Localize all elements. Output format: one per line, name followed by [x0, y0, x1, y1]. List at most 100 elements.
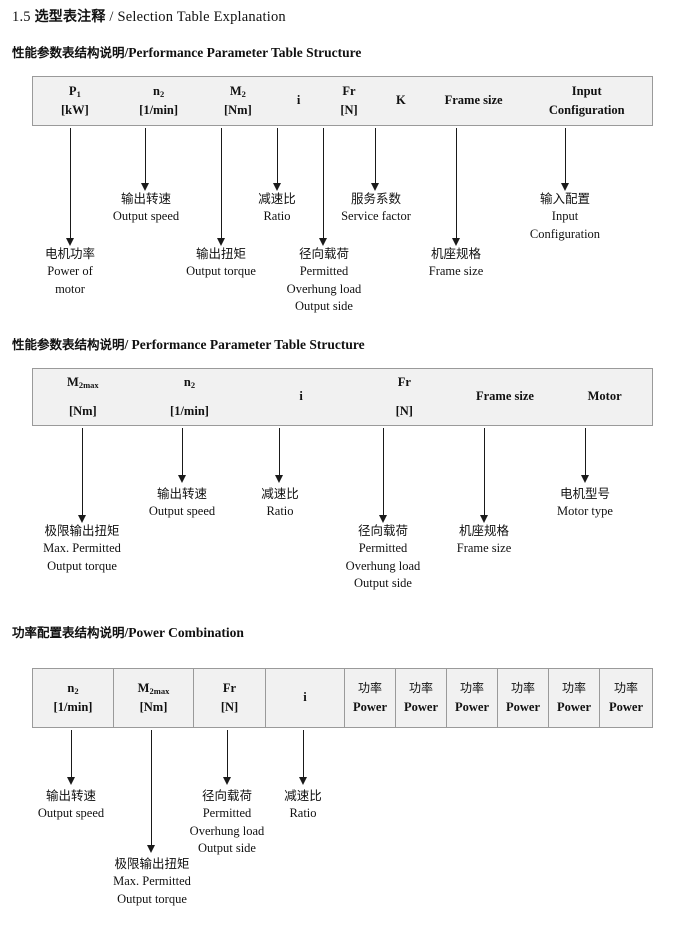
arrowhead-fr — [379, 515, 387, 523]
cell-symbol: M2 — [229, 83, 246, 99]
table-header-cell-i: i — [275, 77, 322, 125]
cell-unit: Power — [505, 699, 540, 714]
table-header-cell-m2: M2 [Nm] — [200, 77, 275, 125]
annotation-cn: 电机功率 — [44, 246, 95, 261]
connector-line-input-configuration — [565, 128, 566, 183]
cell-symbol: i — [299, 389, 303, 404]
cell-symbol: P1 — [68, 83, 81, 99]
annotation-cn: 径向载荷 — [298, 246, 349, 261]
annotation-en: Input — [551, 208, 579, 223]
arrowhead-i — [275, 475, 283, 483]
section-title-cn: 选型表注释 — [34, 9, 106, 25]
cell-symbol: M2max — [137, 680, 170, 696]
cell-symbol: n2 — [153, 83, 165, 99]
connector-line-fr — [227, 730, 228, 777]
arrowhead-n2 — [178, 475, 186, 483]
annotation-cn: 减速比 — [261, 486, 299, 501]
cell-unit: Power — [454, 699, 489, 714]
annotation-en: Output torque — [47, 558, 117, 573]
annotation-cn: 减速比 — [258, 191, 296, 206]
connector-line-frame-size — [484, 428, 485, 515]
cell-unit: Power — [608, 699, 643, 714]
cell-symbol: 功率 — [510, 681, 535, 696]
cell-unit: [N] — [395, 404, 413, 418]
annotation-cn: 输入配置 — [539, 191, 590, 206]
annotation-en: Ratio — [289, 805, 317, 820]
annotation-output-speed: 输出转速 Output speed — [11, 787, 131, 823]
cell-symbol: 功率 — [561, 681, 586, 696]
arrowhead-m2max — [78, 515, 86, 523]
table-header-cell-n2: n2 [1/min] — [133, 369, 247, 425]
annotation-cn: 机座规格 — [458, 523, 509, 538]
cell-symbol: n2 — [67, 680, 79, 696]
annotation-en: Permitted — [299, 263, 349, 278]
table-header-cell-power-5: 功率 Power — [548, 669, 599, 727]
table-header-cell-p1: P1 [kW] — [33, 77, 117, 125]
annotation-en: Overhung load — [345, 558, 421, 573]
arrowhead-n2 — [67, 777, 75, 785]
connector-line-i — [303, 730, 304, 777]
table-header-cell-power-4: 功率 Power — [497, 669, 548, 727]
annotation-ratio: 减速比 Ratio — [232, 190, 322, 226]
connector-line-k — [375, 128, 376, 183]
arrowhead-frame-size — [452, 238, 460, 246]
table-header-cell-k: K — [376, 77, 426, 125]
cell-symbol: K — [395, 93, 406, 108]
annotation-cn: 输出转速 — [120, 191, 171, 206]
annotation-en: Output speed — [148, 503, 216, 518]
annotation-cn: 机座规格 — [430, 246, 481, 261]
arrowhead-m2 — [217, 238, 225, 246]
annotation-en: Service factor — [341, 208, 411, 223]
cell-symbol: Fr — [397, 374, 411, 389]
annotation-ratio: 减速比 Ratio — [235, 485, 325, 521]
page-title: 1.5 选型表注释 / Selection Table Explanation — [12, 6, 286, 26]
annotation-power-of-motor: 电机功率 Power of motor — [12, 245, 128, 298]
annotation-service-factor: 服务系数 Service factor — [316, 190, 436, 226]
connector-line-fr — [383, 428, 384, 515]
annotation-en: Overhung load — [286, 281, 362, 296]
table-header-cell-frame-size: Frame size — [453, 369, 558, 425]
block-heading-sep: / — [124, 45, 129, 60]
annotation-cn: 服务系数 — [350, 191, 401, 206]
annotation-output-speed: 输出转速 Output speed — [85, 190, 207, 226]
annotation-overhung-load: 径向载荷 Permitted Overhung load Output side — [322, 522, 444, 593]
table-header-cell-power-3: 功率 Power — [446, 669, 497, 727]
connector-line-i — [277, 128, 278, 183]
arrowhead-frame-size — [480, 515, 488, 523]
arrowhead-input-configuration — [561, 183, 569, 191]
arrowhead-i — [273, 183, 281, 191]
cell-unit: Power — [352, 699, 387, 714]
arrowhead-i — [299, 777, 307, 785]
performance-table-2: M2max [Nm] n2 [1/min] i Fr [N] Frame siz… — [32, 368, 653, 426]
section-number: 1.5 — [12, 9, 31, 25]
annotation-cn: 径向载荷 — [201, 788, 252, 803]
table-header-cell-n2: n2 [1/min] — [117, 77, 201, 125]
block-heading-en: Power Combination — [128, 625, 244, 640]
arrowhead-fr — [319, 238, 327, 246]
cell-symbol: Fr — [342, 83, 356, 98]
cell-symbol: Input — [571, 83, 602, 98]
table-header-cell-power-2: 功率 Power — [395, 669, 446, 727]
annotation-en: Motor type — [557, 503, 613, 518]
cell-unit: [1/min] — [53, 700, 93, 714]
table-header-cell-motor: Motor — [557, 369, 652, 425]
block-heading-performance-1: 性能参数表结构说明/Performance Parameter Table St… — [12, 42, 361, 61]
connector-line-n2 — [182, 428, 183, 475]
annotation-en: Output side — [354, 576, 412, 591]
annotation-en: Max. Permitted — [113, 873, 191, 888]
cell-unit: Power — [403, 699, 438, 714]
connector-line-m2 — [221, 128, 222, 238]
annotation-en: motor — [55, 281, 85, 296]
arrowhead-n2 — [141, 183, 149, 191]
block-heading-cn: 性能参数表结构说明 — [12, 337, 125, 352]
annotation-cn: 径向载荷 — [357, 523, 408, 538]
annotation-en: Overhung load — [189, 823, 265, 838]
cell-symbol: Motor — [587, 389, 622, 404]
cell-unit: [N] — [220, 700, 239, 714]
annotation-overhung-load: 径向载荷 Permitted Overhung load Output side — [166, 787, 288, 858]
block-heading-power-combination: 功率配置表结构说明/Power Combination — [12, 622, 244, 641]
table-header-cell-m2max: M2max [Nm] — [113, 669, 193, 727]
connector-line-n2 — [71, 730, 72, 777]
annotation-cn: 输出扭矩 — [195, 246, 246, 261]
cell-symbol: Frame size — [475, 389, 534, 404]
